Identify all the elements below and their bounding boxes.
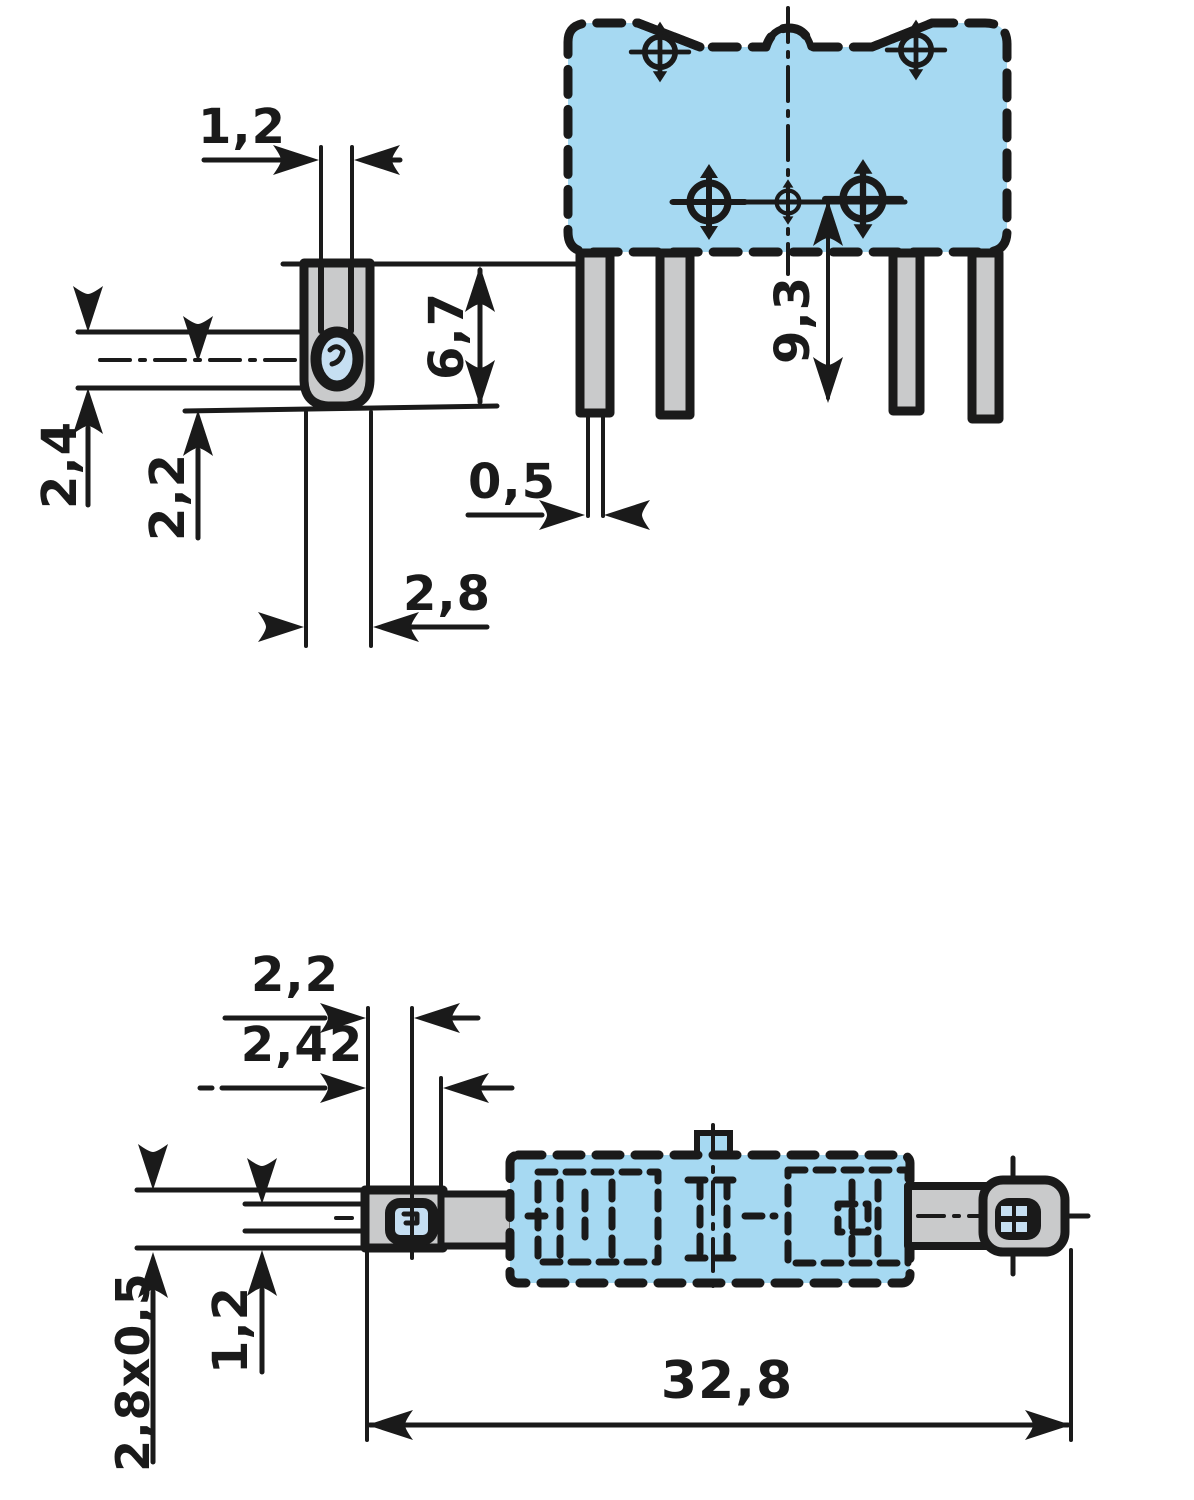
dim-tab-offset: 1,2 xyxy=(203,1158,277,1375)
dim-pin-thickness: 0,5 xyxy=(465,454,650,530)
arrow-down-icon xyxy=(138,1144,168,1190)
dim-label: 6,7 xyxy=(419,292,475,380)
top-view: 1,2 6,7 2,4 2,2 xyxy=(32,6,1012,648)
plug-tick-lines xyxy=(1010,1155,1091,1277)
dim-label: 2,4 xyxy=(32,421,88,509)
dim-tab-cross-section: 2,8x0,5 xyxy=(106,1144,168,1472)
dim-label: 1,2 xyxy=(203,1286,259,1374)
left-shaft xyxy=(437,1190,517,1250)
plug-contact-grid xyxy=(1001,1206,1027,1232)
arrow-down-icon xyxy=(247,1158,277,1204)
body-notch-slants xyxy=(633,18,937,52)
dim-part-width: 2,8 xyxy=(258,410,491,648)
grid-dot xyxy=(1001,1206,1012,1216)
grid-dot xyxy=(1016,1206,1027,1216)
dim-label: 9,3 xyxy=(765,276,821,364)
dim-part-height: 6,7 xyxy=(419,266,495,406)
hidden-line xyxy=(696,1176,731,1262)
pin-2 xyxy=(655,248,695,420)
dim-wire-opening: 2,4 xyxy=(32,286,103,509)
dim-label: 2,8 xyxy=(403,566,491,622)
dim-label: 2,2 xyxy=(140,453,196,541)
pin-1 xyxy=(575,248,615,418)
hidden-line xyxy=(848,1178,882,1258)
dim-center-to-bottom: 2,2 xyxy=(140,316,213,541)
dim-label: 2,2 xyxy=(251,947,339,1003)
grid-dot xyxy=(1016,1222,1027,1232)
dim-label: 32,8 xyxy=(661,1351,793,1411)
dim-label: 2,42 xyxy=(241,1017,363,1073)
arrow-down-icon xyxy=(183,316,213,362)
pin-1-thin-end xyxy=(586,411,605,518)
dim-contact-depth: 2,42 xyxy=(197,1017,515,1190)
arrow-right-icon xyxy=(258,612,304,642)
bottom-view: 2,2 2,42 2,8x0,5 1,2 xyxy=(106,947,1091,1472)
grid-dot xyxy=(1001,1222,1012,1232)
pin-3 xyxy=(888,248,925,416)
dim-pin-length: 9,3 xyxy=(765,200,843,403)
arrow-down-icon xyxy=(73,286,103,332)
dim-overall-length: 32,8 xyxy=(365,1248,1073,1442)
clamp-spring-mark xyxy=(327,344,346,367)
arrow-left-icon xyxy=(604,500,650,530)
dim-label: 1,2 xyxy=(198,99,286,155)
hidden-line xyxy=(684,1176,744,1262)
dim-contact-width: 2,2 xyxy=(222,947,481,1190)
dim-label: 0,5 xyxy=(468,454,556,510)
dim-slot-width: 1,2 xyxy=(198,99,403,263)
hidden-rect xyxy=(834,1200,872,1236)
plug-contact-blob xyxy=(995,1198,1041,1240)
dim-label: 2,8x0,5 xyxy=(106,1272,160,1472)
pin-4 xyxy=(967,248,1004,424)
